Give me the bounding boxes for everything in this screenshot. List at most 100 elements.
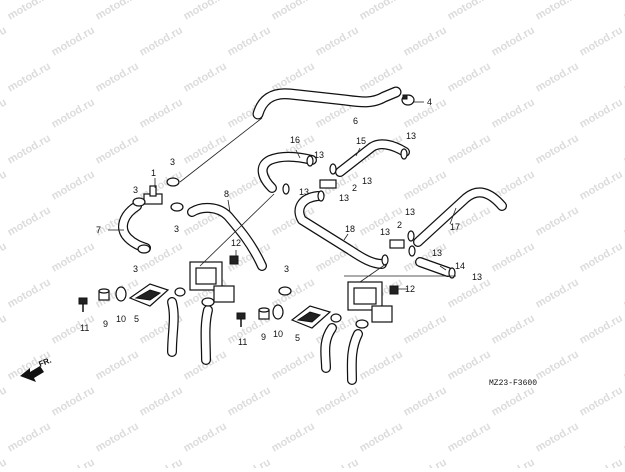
watermark-text: motod.ru: [0, 168, 9, 202]
watermark-text: motod.ru: [578, 312, 625, 346]
callout-2a: 2: [352, 183, 357, 193]
watermark-text: motod.ru: [622, 348, 625, 382]
watermark-text: motod.ru: [578, 168, 625, 202]
watermark-text: motod.ru: [6, 60, 53, 94]
watermark-text: motod.ru: [6, 132, 53, 166]
callout-5b: 5: [295, 333, 300, 343]
watermark-text: motod.ru: [534, 60, 581, 94]
callout-13c: 13: [299, 187, 309, 197]
watermark-text: motod.ru: [138, 384, 185, 418]
watermark-text: motod.ru: [446, 348, 493, 382]
diagram-code: MZ23-F3600: [489, 379, 537, 388]
watermark-text: motod.ru: [402, 312, 449, 346]
watermark-text: motod.ru: [446, 132, 493, 166]
watermark-text: motod.ru: [182, 60, 229, 94]
watermark-text: motod.ru: [490, 24, 537, 58]
watermark-text: motod.ru: [0, 456, 9, 468]
watermark-text: motod.ru: [6, 420, 53, 454]
hose-14: [420, 262, 448, 272]
watermark-text: motod.ru: [182, 0, 229, 23]
callout-13e: 13: [339, 193, 349, 203]
watermark-text: motod.ru: [578, 96, 625, 130]
callout-13h: 13: [432, 248, 442, 258]
watermark-text: motod.ru: [0, 384, 9, 418]
watermark-text: motod.ru: [226, 456, 273, 468]
callout-11a: 11: [80, 323, 89, 333]
callout-13a: 13: [314, 150, 324, 160]
watermark-text: motod.ru: [314, 24, 361, 58]
watermark-text: motod.ru: [6, 204, 53, 238]
watermark-text: motod.ru: [94, 60, 141, 94]
callout-13f: 13: [380, 227, 390, 237]
callout-4: 4: [427, 97, 432, 107]
hose-17: [418, 192, 502, 242]
callout-3c: 3: [174, 224, 179, 234]
watermark-text: motod.ru: [50, 240, 97, 274]
callout-13d: 13: [362, 176, 372, 186]
watermark-text: motod.ru: [622, 0, 625, 23]
watermark-text: motod.ru: [94, 420, 141, 454]
watermark-text: motod.ru: [446, 420, 493, 454]
watermark-text: motod.ru: [0, 96, 9, 130]
watermark-text: motod.ru: [6, 0, 53, 23]
clamp-4: [402, 95, 414, 105]
watermark-text: motod.ru: [534, 132, 581, 166]
watermark-text: motod.ru: [490, 240, 537, 274]
callout-11b: 11: [238, 337, 247, 347]
watermark-text: motod.ru: [446, 0, 493, 23]
watermark-text: motod.ru: [50, 384, 97, 418]
watermark-text: motod.ru: [490, 456, 537, 468]
collar-9-left: [99, 289, 109, 300]
watermark-text: motod.ru: [578, 24, 625, 58]
callout-8: 8: [224, 189, 229, 199]
watermark-text: motod.ru: [622, 60, 625, 94]
collar-9-right: [259, 308, 269, 319]
watermark-text: motod.ru: [226, 24, 273, 58]
watermark-text: motod.ru: [314, 456, 361, 468]
callout-18: 18: [345, 224, 355, 234]
watermark-text: motod.ru: [6, 276, 53, 310]
watermark-text: motod.ru: [534, 204, 581, 238]
gasket-10-left: [116, 287, 126, 301]
watermark-text: motod.ru: [50, 24, 97, 58]
watermark-text: motod.ru: [226, 384, 273, 418]
watermark-text: motod.ru: [0, 24, 9, 58]
callout-6: 6: [353, 116, 358, 126]
lower-hose-left-a: [172, 302, 174, 352]
callout-3a: 3: [170, 157, 175, 167]
bolt-12-upper: [230, 256, 238, 264]
watermark-text: motod.ru: [50, 96, 97, 130]
watermark-text: motod.ru: [50, 456, 97, 468]
watermark-text: motod.ru: [578, 384, 625, 418]
cover-5-right: [292, 306, 330, 328]
gasket-10-right: [273, 305, 283, 319]
callout-1: 1: [151, 168, 156, 178]
watermark-text: motod.ru: [138, 456, 185, 468]
watermark-text: motod.ru: [270, 0, 317, 23]
watermark-text: motod.ru: [358, 0, 405, 23]
callout-10a: 10: [116, 314, 126, 324]
lower-hose-right-a: [325, 328, 332, 368]
watermark-text: motod.ru: [622, 132, 625, 166]
callout-13g: 13: [405, 207, 415, 217]
callout-9a: 9: [103, 319, 108, 329]
watermark-text: motod.ru: [50, 168, 97, 202]
watermark-text: motod.ru: [50, 312, 97, 346]
watermark-text: motod.ru: [94, 0, 141, 23]
watermark-text: motod.ru: [270, 348, 317, 382]
watermark-text: motod.ru: [358, 348, 405, 382]
watermark-text: motod.ru: [402, 168, 449, 202]
callout-12a: 12: [231, 238, 241, 248]
watermark-text: motod.ru: [534, 420, 581, 454]
callout-3d: 3: [133, 264, 138, 274]
watermark-text: motod.ru: [534, 0, 581, 23]
watermark-text: motod.ru: [622, 420, 625, 454]
callout-15: 15: [356, 136, 366, 146]
watermark-text: motod.ru: [402, 24, 449, 58]
hose-7: [123, 206, 146, 248]
callout-16: 16: [290, 135, 300, 145]
watermark-text: motod.ru: [314, 384, 361, 418]
watermark-text: motod.ru: [402, 456, 449, 468]
